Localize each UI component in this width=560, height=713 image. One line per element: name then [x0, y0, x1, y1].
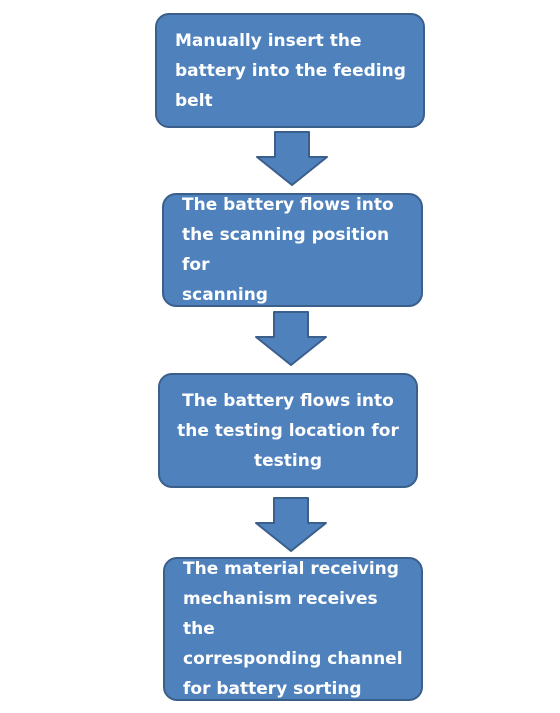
- down-arrow-icon: [255, 311, 327, 366]
- step-2-box: The battery flows into the scanning posi…: [162, 193, 423, 307]
- step-3-text: The battery flows into the testing locat…: [177, 390, 399, 471]
- step-2-text: The battery flows into the scanning posi…: [182, 195, 394, 305]
- step-1-box: Manually insert the battery into the fee…: [155, 13, 425, 128]
- down-arrow-icon: [255, 497, 327, 552]
- step-3-box: The battery flows into the testing locat…: [158, 373, 418, 488]
- step-4-text: The material receiving mechanism receive…: [183, 559, 403, 699]
- down-arrow-icon: [256, 131, 328, 186]
- step-4-box: The material receiving mechanism receive…: [163, 557, 423, 701]
- step-1-text: Manually insert the battery into the fee…: [175, 30, 406, 111]
